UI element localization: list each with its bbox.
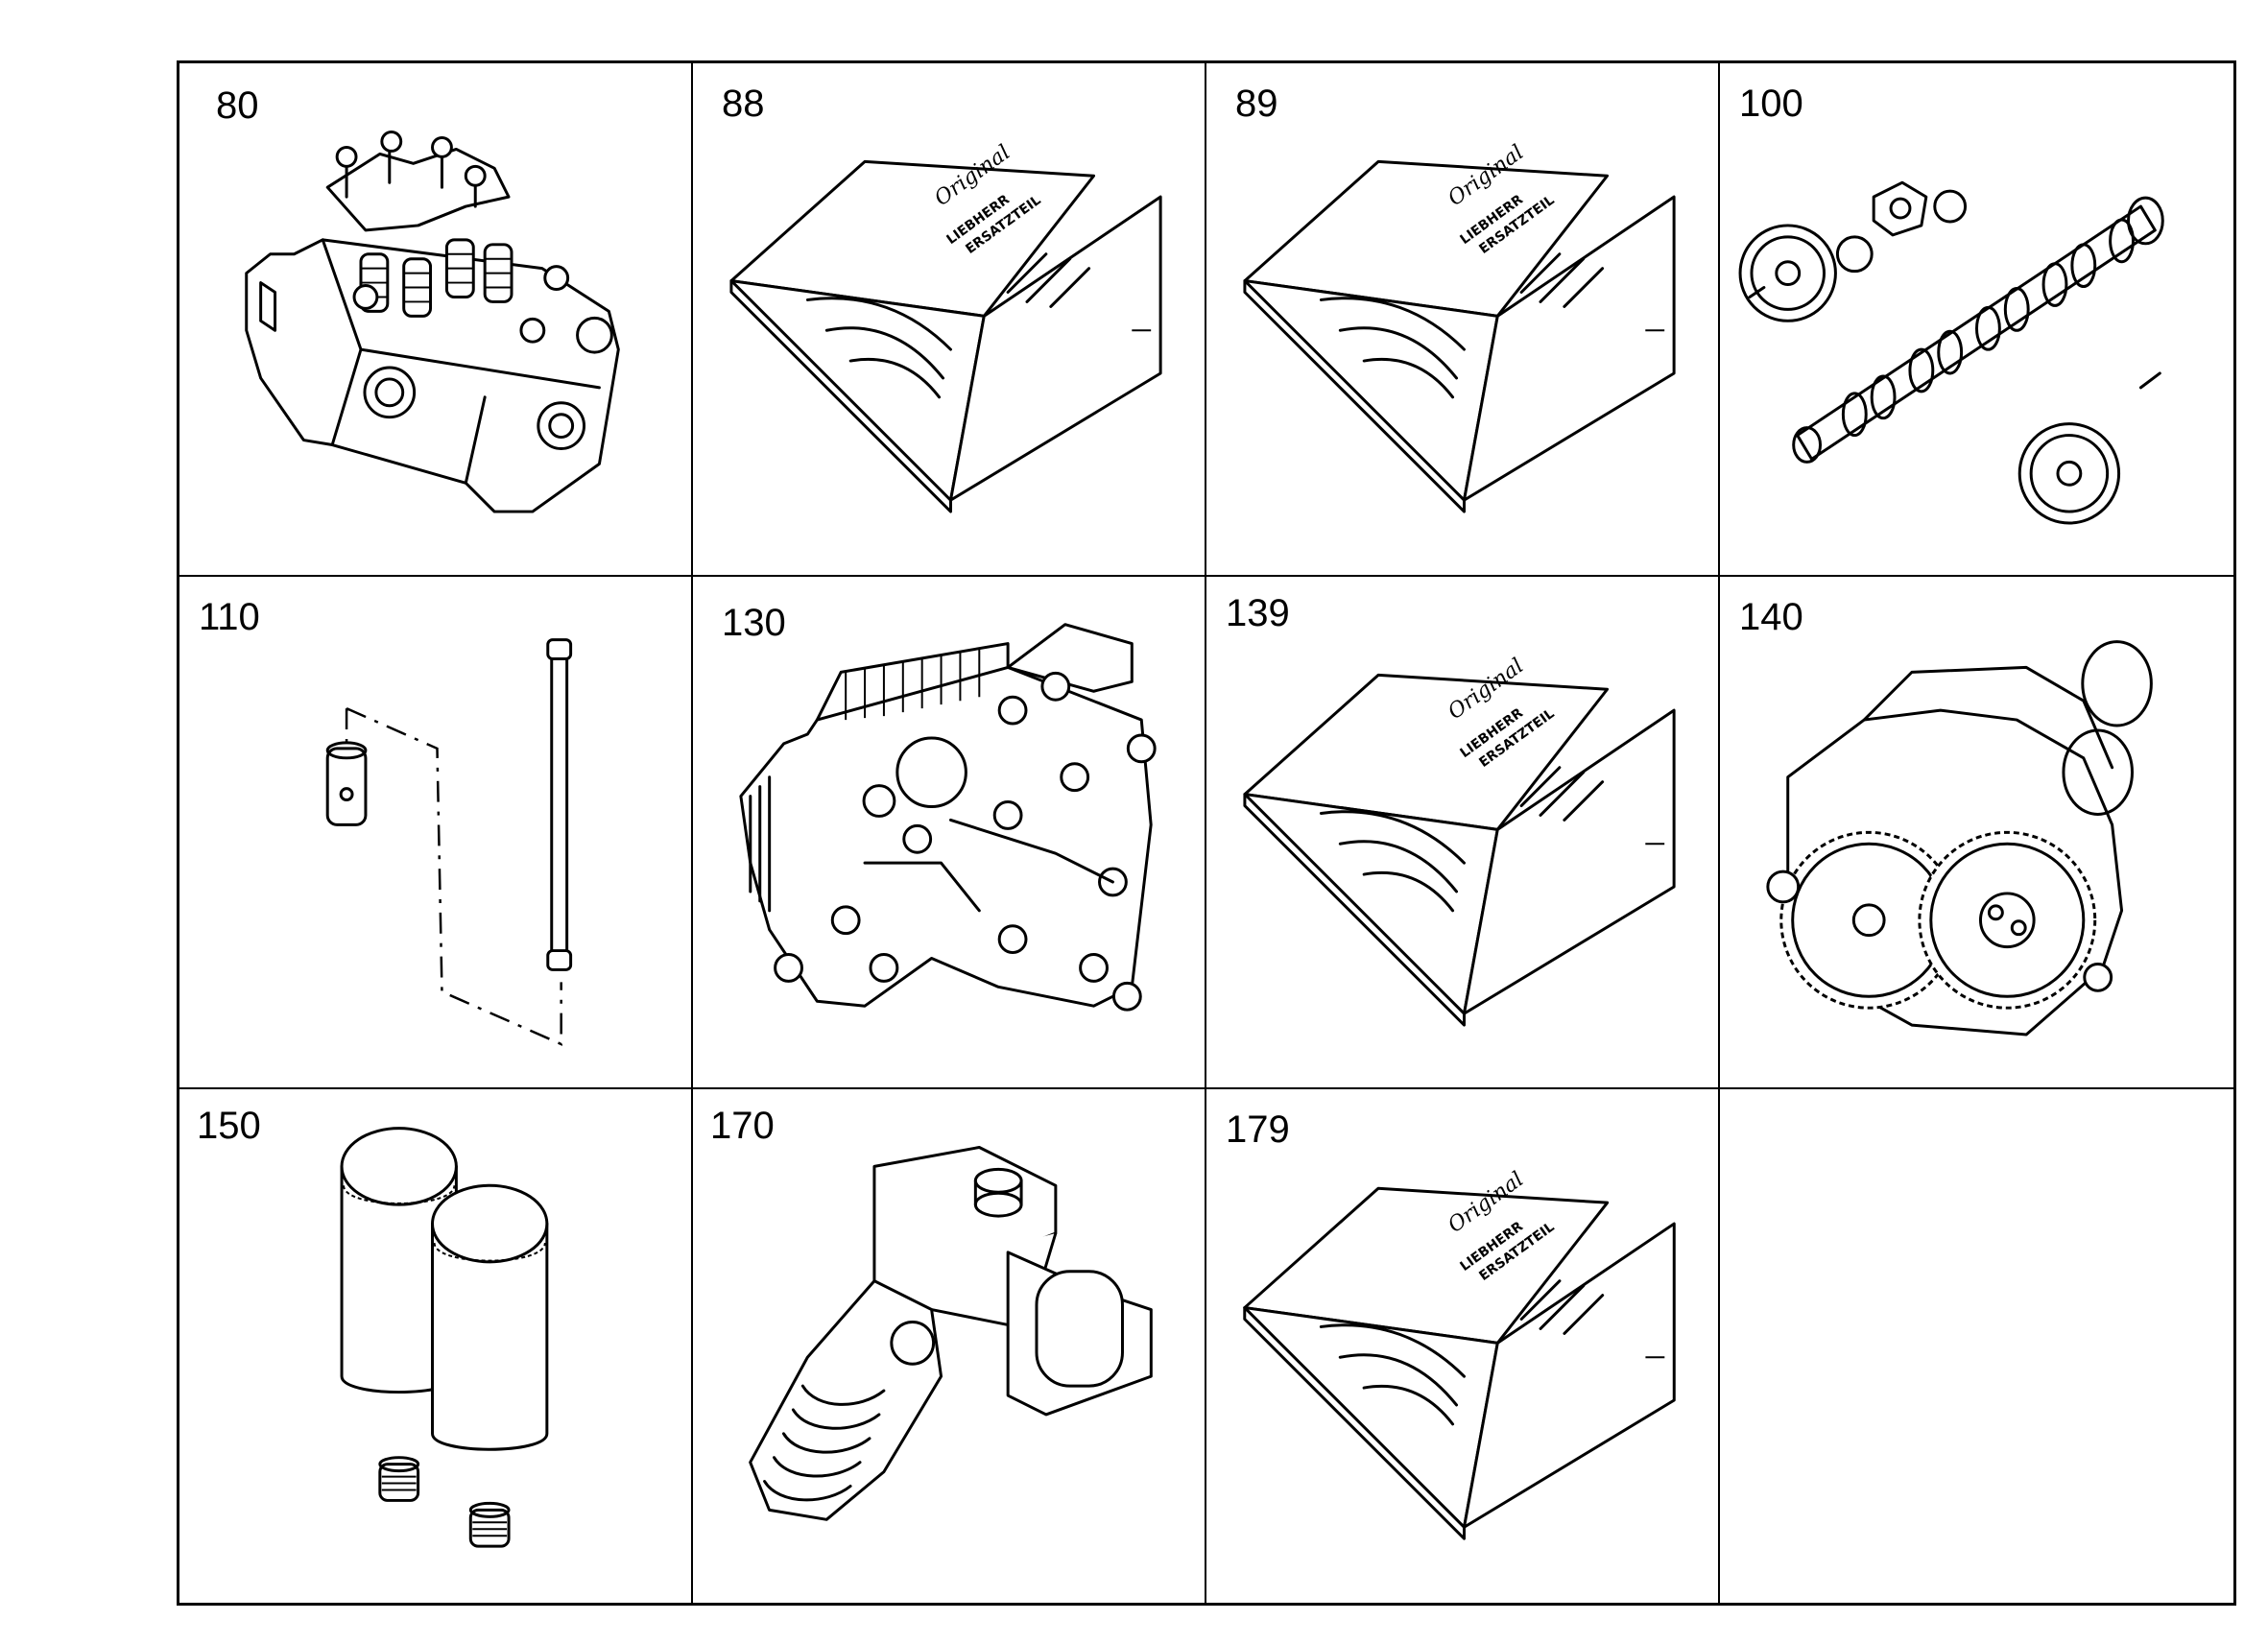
part-number: 89 xyxy=(1235,83,1278,125)
part-number: 179 xyxy=(1226,1108,1290,1152)
part-cell-179[interactable]: 179 Original LIEBHERR ERSATZTEIL xyxy=(1206,1089,1720,1603)
part-cell-110[interactable]: 110 xyxy=(179,576,693,1090)
oil-filter-icon xyxy=(340,1127,549,1548)
part-number: 170 xyxy=(710,1105,775,1148)
part-cell-140[interactable]: 140 xyxy=(1720,577,2233,1090)
part-number: 100 xyxy=(1739,83,1803,125)
part-cell-150[interactable]: 150 xyxy=(179,1089,693,1603)
injection-pump-icon xyxy=(749,1146,1153,1522)
pushrod-tappet-icon xyxy=(325,637,573,1046)
gasket-kit-icon: Original LIEBHERR ERSATZTEIL xyxy=(1243,654,1676,1027)
part-number: 110 xyxy=(199,595,260,638)
part-number: 140 xyxy=(1739,595,1803,638)
part-number: 139 xyxy=(1226,591,1290,634)
part-cell-89[interactable]: 89 Original LIEBHERR ERSATZTEIL xyxy=(1206,63,1720,577)
empty-cell xyxy=(1720,1089,2233,1603)
part-number: 150 xyxy=(197,1105,261,1148)
part-cell-130[interactable]: 130 xyxy=(693,576,1206,1090)
gasket-kit-icon: Original LIEBHERR ERSATZTEIL xyxy=(1243,1168,1676,1541)
part-number: 80 xyxy=(216,84,259,127)
part-cell-80[interactable]: 80 xyxy=(179,63,693,577)
part-number: 130 xyxy=(722,601,786,644)
part-cell-88[interactable]: 88 Original LIEBHERR ERSATZTEIL xyxy=(693,63,1206,577)
oil-cooler-housing-icon xyxy=(739,622,1157,1012)
gasket-kit-icon: Original LIEBHERR ERSATZTEIL xyxy=(1243,141,1676,513)
gasket-kit-icon: Original LIEBHERR ERSATZTEIL xyxy=(729,141,1162,513)
part-number: 88 xyxy=(722,83,765,125)
parts-grid: 80 88 Original LIEB xyxy=(177,60,2236,1606)
part-cell-100[interactable]: 100 xyxy=(1720,63,2233,577)
cylinder-head-icon xyxy=(245,131,620,513)
part-cell-170[interactable]: 170 xyxy=(693,1089,1206,1603)
camshaft-icon xyxy=(1738,180,2164,525)
oil-pump-icon xyxy=(1766,639,2153,1036)
part-cell-139[interactable]: 139 Original LIEBHERR ERSATZTEIL xyxy=(1206,576,1720,1090)
